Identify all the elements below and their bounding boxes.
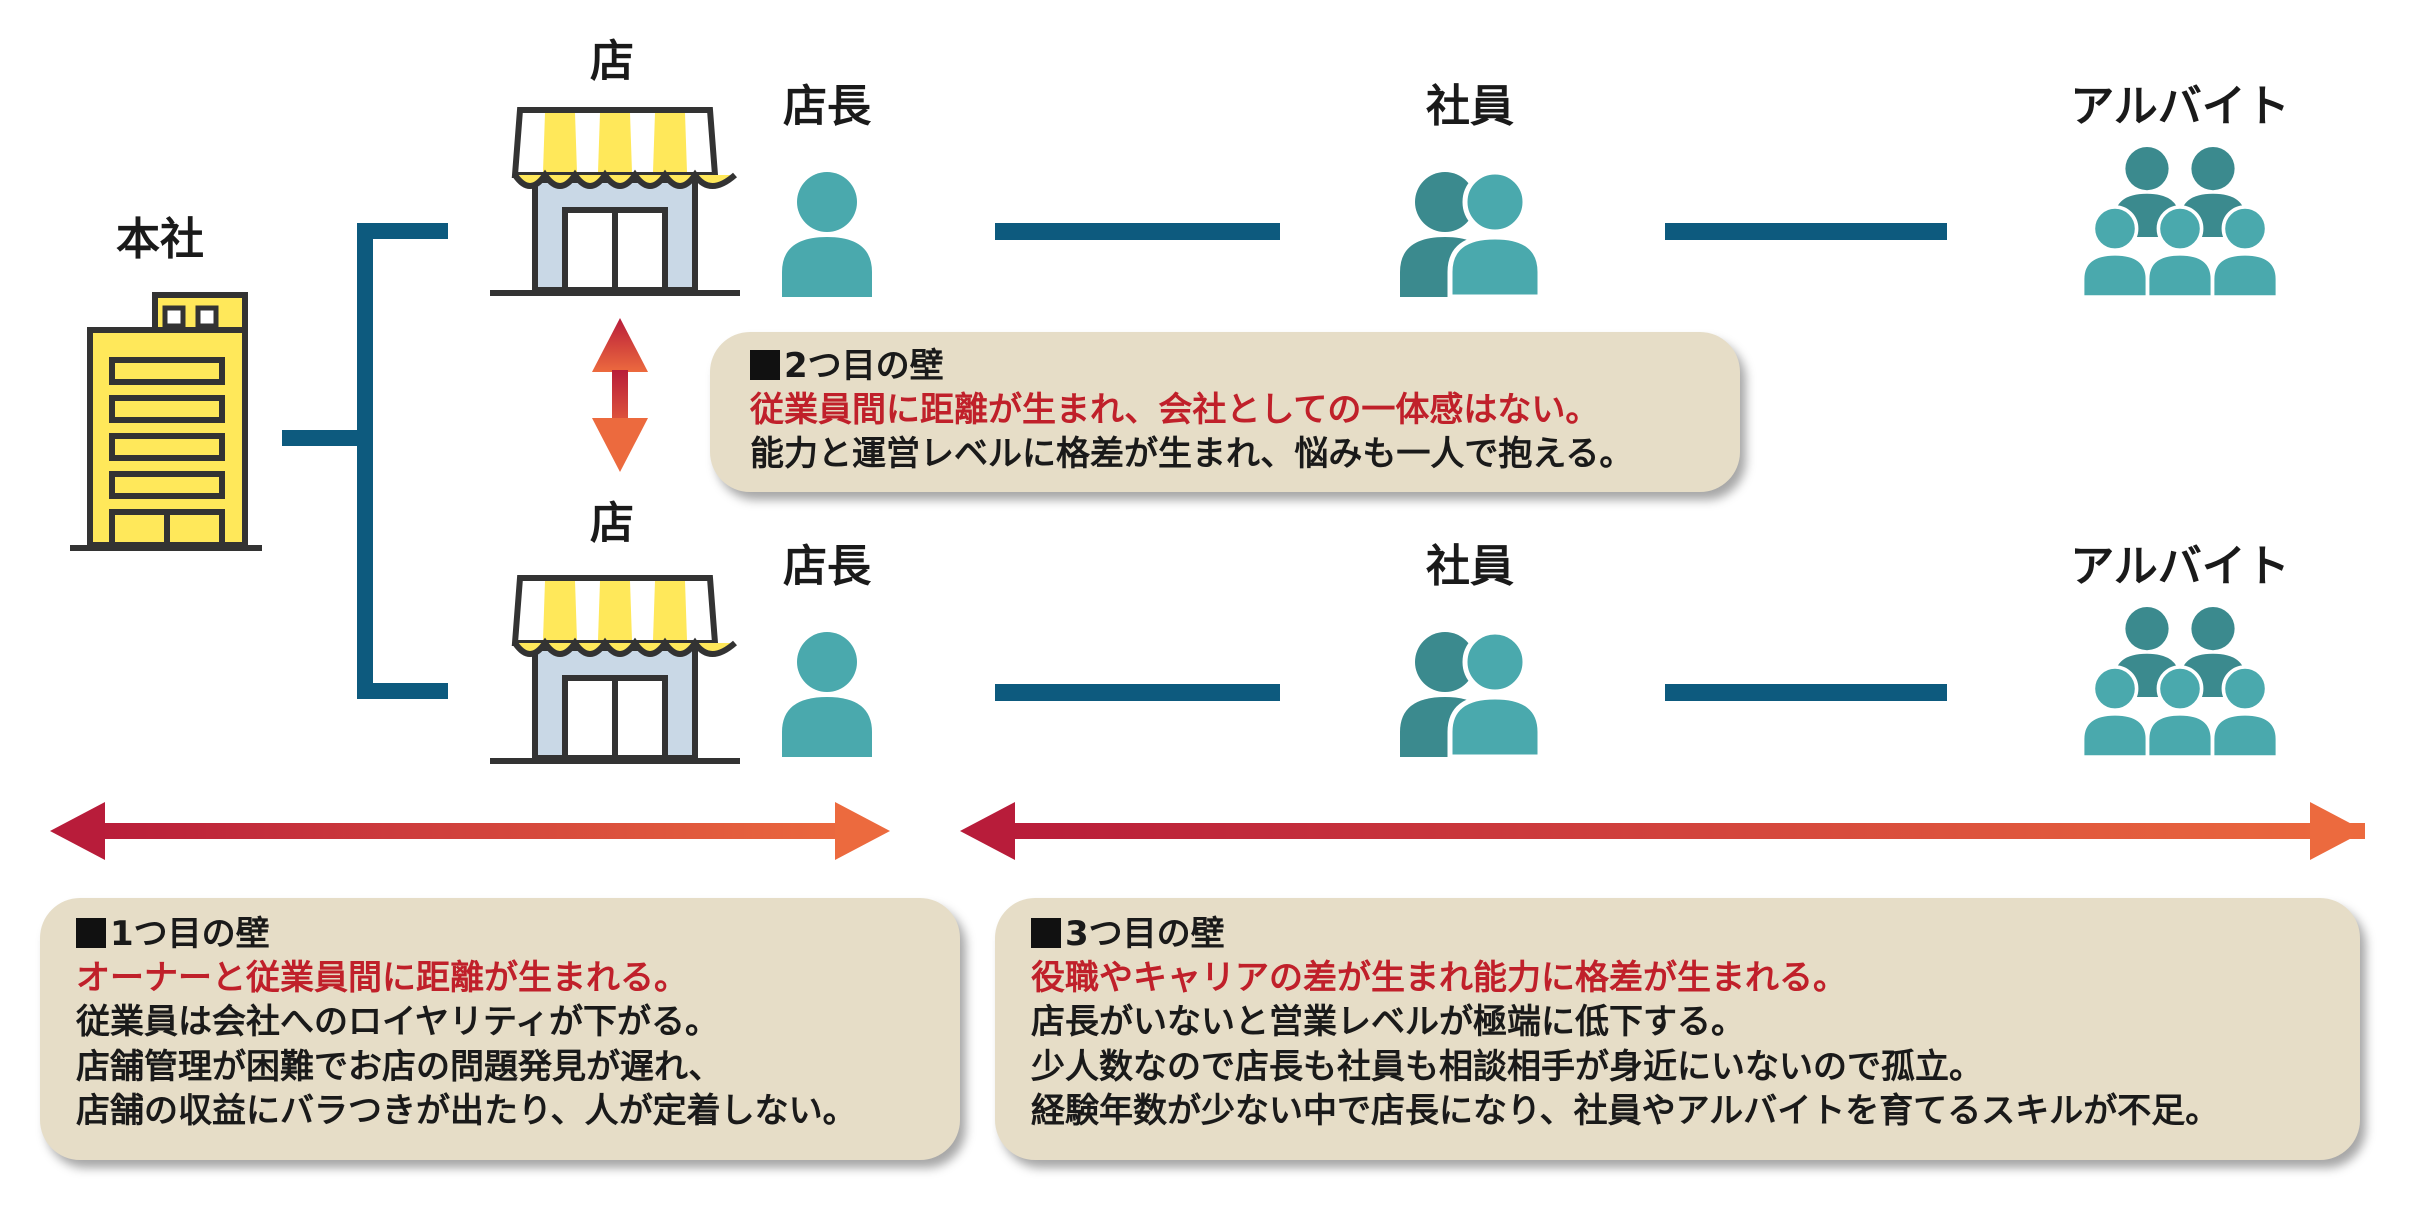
employee-icon-top <box>1400 172 1540 297</box>
store-icon-bottom <box>490 578 740 761</box>
wall1-highlight: オーナーと従業員間に距離が生まれる。 <box>76 958 688 999</box>
wall2-line-1: 能力と運営レベルに格差が生まれ、悩みも一人で抱える。 <box>750 434 1634 475</box>
store-label-bottom: 店 <box>590 498 634 549</box>
manager-icon-top <box>782 172 872 297</box>
employee-icon-bottom <box>1400 632 1540 757</box>
wall2-title: 2つ目の壁 <box>784 346 944 386</box>
wall1-line-1: 従業員は会社へのロイヤリティが下がる。 <box>76 1002 719 1043</box>
wall3-callout: 3つ目の壁 役職やキャリアの差が生まれ能力に格差が生まれる。 店長がいないと営業… <box>995 898 2360 1160</box>
wall3-line-3: 経験年数が少ない中で店長になり、社員やアルバイトを育てるスキルが不足。 <box>1031 1090 2220 1131</box>
square-bullet-icon <box>76 918 106 948</box>
staff-connectors <box>995 223 1947 701</box>
wall1-title-line: 1つ目の壁 <box>76 912 960 956</box>
wall1-double-arrow <box>50 802 890 860</box>
wall1-line-2: 店舗管理が困難でお店の問題発見が遅れ、 <box>76 1046 723 1087</box>
wall3-double-arrow <box>960 802 2365 860</box>
wall2-highlight: 従業員間に距離が生まれ、会社としての一体感はない。 <box>750 390 1600 431</box>
hq-building-icon <box>70 292 262 551</box>
wall2-title-line: 2つ目の壁 <box>750 344 1740 388</box>
manager-icon-bottom <box>782 632 872 757</box>
wall3-highlight: 役職やキャリアの差が生まれ能力に格差が生まれる。 <box>1031 958 1847 999</box>
role-employee-top: 社員 <box>1426 81 1514 132</box>
wall3-title-line: 3つ目の壁 <box>1031 912 2360 956</box>
role-parttimer-bottom: アルバイト <box>2070 541 2290 592</box>
store-label-top: 店 <box>590 36 634 87</box>
role-manager-top: 店長 <box>783 81 871 132</box>
store-gap-double-arrow <box>592 318 648 472</box>
wall1-line-3: 店舗の収益にバラつきが出たり、人が定着しない。 <box>76 1090 857 1131</box>
wall1-title: 1つ目の壁 <box>110 914 270 954</box>
wall3-line-1: 店長がいないと営業レベルが極端に低下する。 <box>1031 1002 1745 1043</box>
wall3-title: 3つ目の壁 <box>1065 914 1225 954</box>
wall1-callout: 1つ目の壁 オーナーと従業員間に距離が生まれる。 従業員は会社へのロイヤリティが… <box>40 898 960 1160</box>
role-employee-bottom: 社員 <box>1426 541 1514 592</box>
store-icon-top <box>490 110 740 293</box>
role-parttimer-top: アルバイト <box>2070 81 2290 132</box>
square-bullet-icon <box>1031 918 1061 948</box>
role-manager-bottom: 店長 <box>783 541 871 592</box>
parttimer-icon-top <box>2080 147 2280 299</box>
square-bullet-icon <box>750 350 780 380</box>
wall3-line-2: 少人数なので店長も社員も相談相手が身近にいないので孤立。 <box>1031 1046 1983 1087</box>
wall2-callout: 2つ目の壁 従業員間に距離が生まれ、会社としての一体感はない。 能力と運営レベル… <box>710 332 1740 492</box>
hq-label: 本社 <box>116 214 204 265</box>
hq-connector <box>282 223 448 699</box>
parttimer-icon-bottom <box>2080 607 2280 759</box>
